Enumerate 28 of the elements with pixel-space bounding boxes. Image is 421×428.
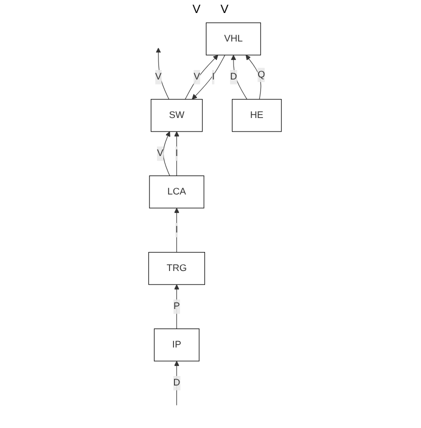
arrow bbox=[174, 360, 179, 406]
edge-label: P bbox=[173, 301, 180, 312]
edge-label: Q bbox=[257, 70, 265, 80]
arrow bbox=[162, 131, 170, 176]
signal-label: V bbox=[220, 2, 229, 16]
edge-label: V bbox=[156, 148, 164, 158]
arrow bbox=[174, 131, 179, 176]
arrow bbox=[174, 284, 179, 330]
edge-label: V bbox=[154, 72, 162, 82]
node-box: VHL bbox=[205, 22, 261, 56]
edge-label: D bbox=[230, 72, 237, 82]
node-box: TRG bbox=[148, 252, 205, 285]
node-box: SW bbox=[150, 98, 202, 132]
edge-label: I bbox=[174, 148, 178, 158]
node-box: IP bbox=[154, 328, 200, 362]
node-box: LCA bbox=[148, 175, 204, 208]
arrow bbox=[184, 54, 218, 100]
arrow bbox=[174, 208, 179, 253]
edge-label: I bbox=[212, 72, 214, 82]
edge-label: D bbox=[172, 378, 180, 388]
node-box: HE bbox=[232, 98, 282, 132]
edge-label: I bbox=[174, 224, 178, 235]
edge-label: V bbox=[193, 72, 200, 82]
arrow bbox=[245, 54, 261, 100]
arrow bbox=[230, 54, 247, 100]
signal-label: V bbox=[192, 2, 200, 16]
arrow bbox=[192, 54, 225, 100]
arrow bbox=[155, 48, 169, 100]
